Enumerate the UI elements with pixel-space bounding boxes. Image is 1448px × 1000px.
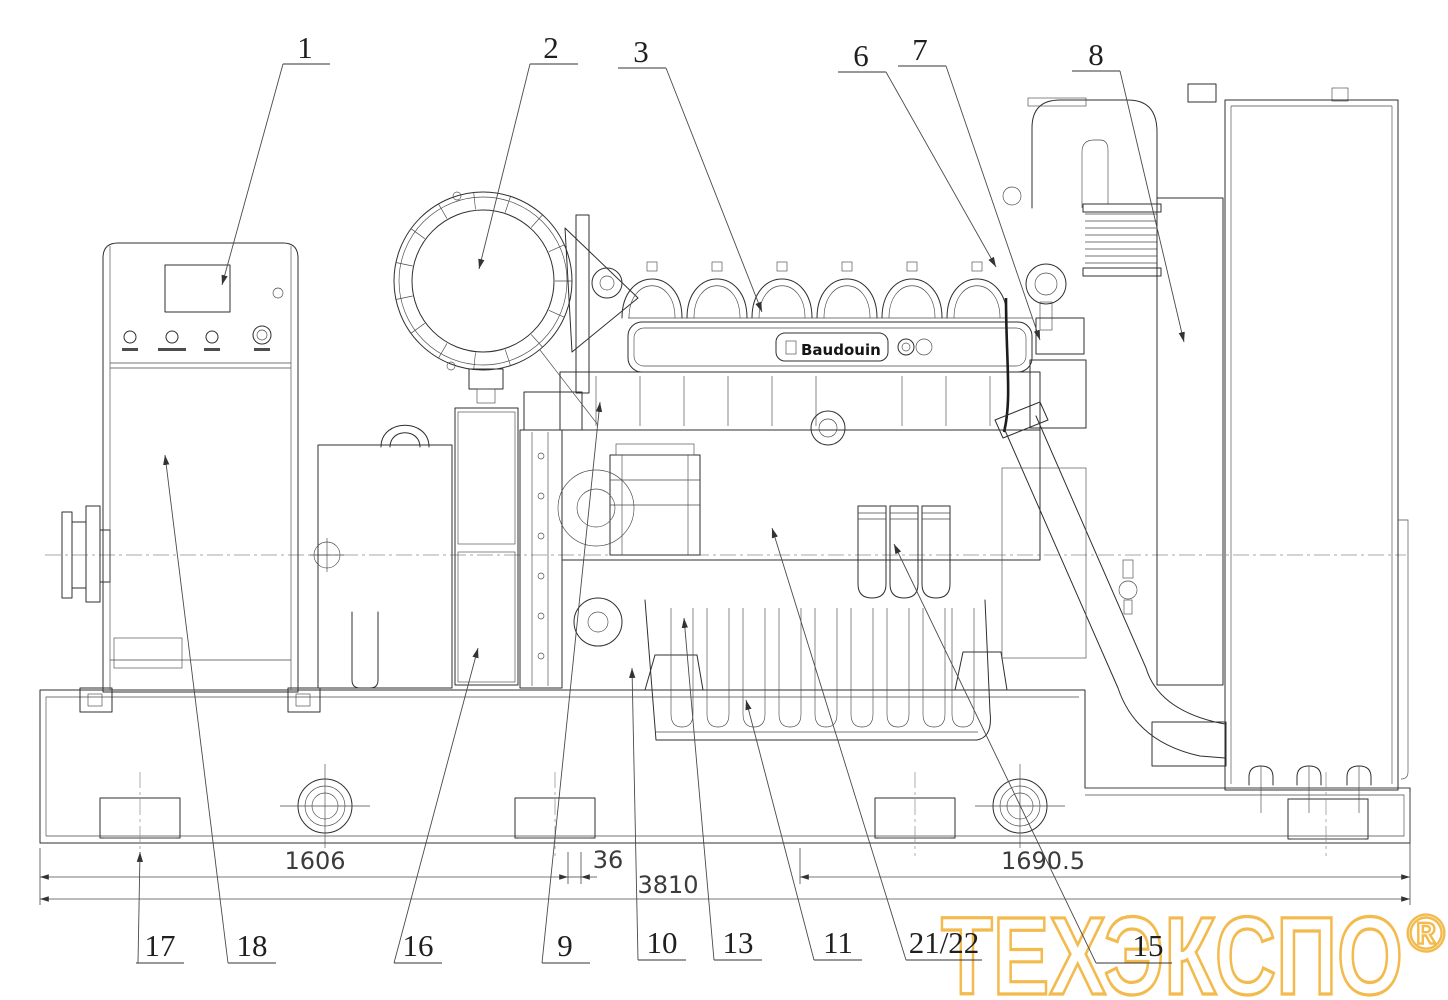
- base-skid: [39, 651, 1411, 856]
- callout-10: 10: [629, 667, 686, 961]
- callout-13: 13: [681, 617, 762, 961]
- alternator: [310, 407, 519, 689]
- flywheel-housing: [519, 391, 583, 689]
- callout-21-22: 21/22: [771, 527, 982, 961]
- fan-bracket: [539, 214, 639, 426]
- overflow-pipe: [1398, 519, 1409, 780]
- svg-text:2: 2: [543, 30, 559, 65]
- callout-6: 6: [838, 38, 997, 268]
- callout-3: 3: [618, 34, 763, 313]
- cooling-fan: [393, 191, 639, 426]
- svg-text:11: 11: [823, 925, 853, 960]
- bracket-u-channel: [351, 611, 379, 689]
- cabinet-vent-grille: [113, 637, 183, 669]
- oil-filters: [857, 505, 951, 599]
- callout-8: 8: [1072, 37, 1185, 343]
- svg-text:21/22: 21/22: [909, 925, 980, 960]
- fuel-pipe-loops: [621, 261, 1008, 319]
- mount-pad-4: [1287, 798, 1369, 840]
- svg-text:1: 1: [297, 30, 313, 65]
- svg-text:3: 3: [633, 34, 649, 69]
- callouts-bottom: 17 18 16 9 10 13 11: [136, 401, 1172, 964]
- oil-pan: [644, 599, 991, 741]
- alternator-vent-lower: [457, 551, 516, 683]
- dim-right-section: 1690.5: [1001, 847, 1085, 875]
- callout-18: 18: [163, 454, 276, 964]
- svg-text:8: 8: [1088, 37, 1104, 72]
- controller-screen[interactable]: [164, 264, 231, 313]
- callout-7: 7: [898, 32, 1041, 341]
- drain-valve: [1118, 559, 1138, 615]
- watermark-text: ТЕХЭКСПО: [941, 895, 1403, 1000]
- emergency-stop-button[interactable]: [252, 325, 272, 345]
- watermark: ТЕХЭКСПО ®: [939, 893, 1446, 1000]
- dimension-annotations: 1606 36 3810 1690.5: [39, 792, 1411, 905]
- alternator-vent-upper: [457, 411, 516, 545]
- panel-button-1[interactable]: [123, 330, 137, 344]
- callout-16: 16: [393, 647, 479, 964]
- engine-lifting-eye: [1025, 263, 1067, 331]
- lifting-eye: [380, 424, 430, 448]
- dim-gap: 36: [593, 846, 624, 874]
- dim-left-section: 1606: [284, 847, 345, 875]
- engine-brand-plate: Baudouin: [775, 332, 933, 362]
- callout-15: 15: [893, 543, 1172, 964]
- callouts-top: 1 2 3 6 7 8: [221, 30, 1185, 343]
- panel-buttons: [122, 325, 272, 351]
- svg-text:16: 16: [403, 928, 434, 963]
- engine: Baudouin: [557, 261, 1087, 741]
- svg-text:6: 6: [853, 38, 869, 73]
- callout-1: 1: [221, 30, 330, 286]
- svg-text:15: 15: [1133, 928, 1164, 963]
- svg-text:7: 7: [912, 32, 928, 67]
- svg-text:17: 17: [145, 928, 176, 963]
- svg-text:13: 13: [723, 925, 754, 960]
- fuel-injection-pump: [609, 443, 701, 556]
- radiator-core-grille: [1156, 197, 1224, 686]
- emblem-icon: [272, 287, 284, 299]
- exhaust-bellows-assembly: [1002, 83, 1349, 277]
- svg-text:18: 18: [237, 928, 268, 963]
- control-cabinet: [102, 242, 299, 693]
- dim-overall-length: 3810: [637, 871, 698, 899]
- svg-text:10: 10: [647, 925, 678, 960]
- shaft-coupling: [61, 505, 111, 603]
- fan-guard-mesh: [1001, 467, 1087, 659]
- panel-button-3[interactable]: [205, 330, 219, 344]
- callout-17: 17: [136, 851, 184, 964]
- engine-brand-label: Baudouin: [801, 341, 881, 359]
- panel-button-2[interactable]: [165, 330, 179, 344]
- callout-9: 9: [541, 401, 603, 964]
- callout-2: 2: [478, 30, 578, 270]
- svg-text:9: 9: [557, 928, 573, 963]
- lifting-hole-left: [279, 763, 371, 849]
- watermark-registered-icon: ®: [1407, 905, 1445, 963]
- callout-11: 11: [745, 699, 862, 961]
- lower-tank: [1151, 721, 1227, 767]
- air-duct: [994, 401, 1226, 759]
- radiator: [1151, 99, 1409, 814]
- shaft-center-mark: [310, 538, 344, 572]
